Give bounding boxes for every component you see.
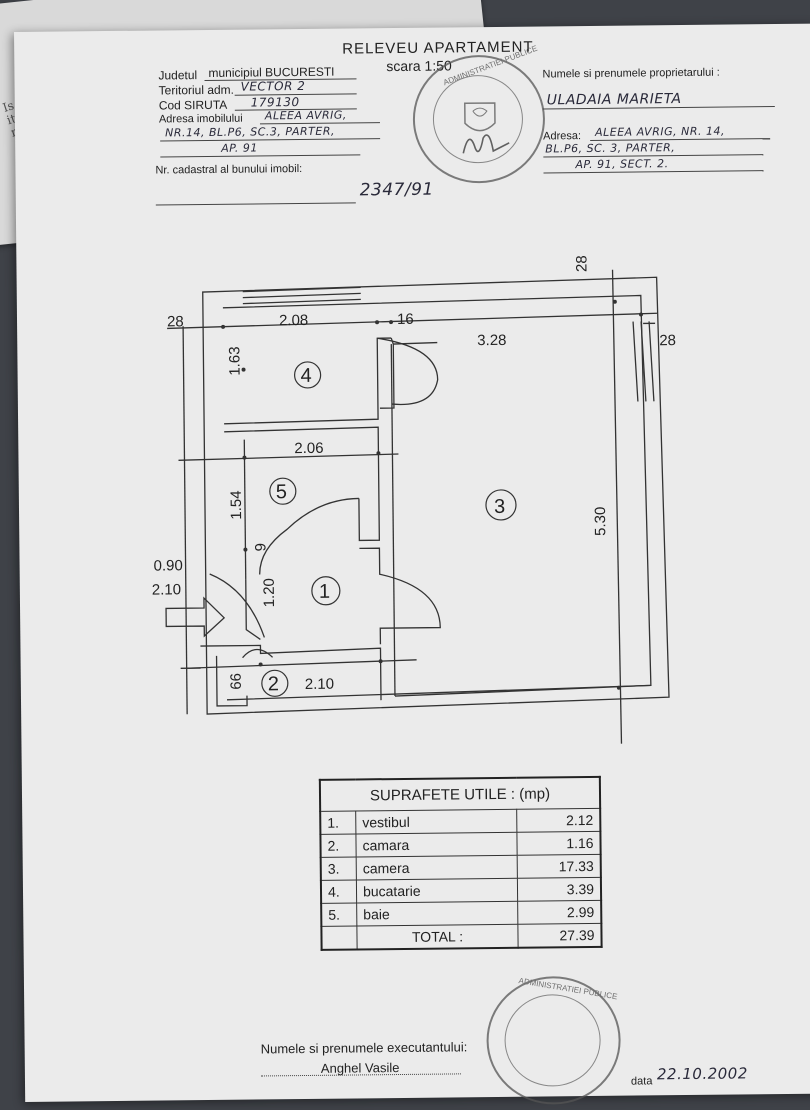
table-row: 3. camera 17.33 <box>320 854 601 881</box>
row-number: 1. <box>320 810 356 835</box>
dim-room-4-height: 1.63 <box>226 346 243 375</box>
dim-door-width: 0.90 <box>154 557 183 574</box>
dim-gap: 16 <box>397 311 414 328</box>
room-2-walls <box>200 644 382 701</box>
dim-right-wall: 28 <box>659 332 676 349</box>
signature-icon <box>462 134 510 154</box>
executant-underline <box>260 1073 461 1077</box>
room-area: 3.39 <box>517 877 602 902</box>
table-row: 5. baie 2.99 <box>321 900 602 927</box>
dim-line-top <box>167 312 658 330</box>
total-label: TOTAL : <box>356 924 519 950</box>
dim-top-left: 28 <box>167 313 184 330</box>
room-name: camera <box>356 855 518 880</box>
table-total-row: TOTAL : 27.39 <box>321 923 602 950</box>
dim-line-r2 <box>186 659 417 669</box>
table-row: 1. vestibul 2.12 <box>320 808 601 835</box>
coat-of-arms-icon <box>464 102 496 132</box>
official-stamp-top: ADMINISTRATIEI PUBLICE <box>412 44 546 184</box>
official-stamp-bottom: ADMINISTRATIEI PUBLICE <box>485 975 622 1106</box>
svg-text:4: 4 <box>301 365 312 387</box>
dim-room-5-height: 1.54 <box>228 490 245 519</box>
room-name: baie <box>356 901 518 926</box>
row-number: 4. <box>320 879 357 904</box>
row-number: 3. <box>320 856 357 881</box>
dim-door-height: 2.10 <box>152 581 181 598</box>
svg-text:1: 1 <box>319 581 330 603</box>
room-label-2: 2 <box>261 669 289 697</box>
right-window <box>632 321 655 402</box>
usable-areas-table: SUPRAFETE UTILE : (mp) 1. vestibul 2.12 … <box>318 775 603 951</box>
dim-room-3-height: 5.30 <box>592 507 609 536</box>
survey-document: RELEVEU APARTAMENT scara 1:50 Judetul mu… <box>14 23 810 1106</box>
room-name: camara <box>355 832 518 857</box>
dim-room-4-width: 2.08 <box>279 312 308 329</box>
svg-text:5: 5 <box>276 481 287 503</box>
dim-line-r5 <box>178 453 399 461</box>
door-arc-room-2 <box>242 648 274 659</box>
svg-text:2: 2 <box>268 673 279 695</box>
room-label-5: 5 <box>269 477 297 505</box>
door-arc-room-1 <box>359 547 441 645</box>
entry-door-arc <box>209 573 265 638</box>
room-label-1: 1 <box>311 576 341 606</box>
room-area: 1.16 <box>516 831 601 856</box>
room-name: bucatarie <box>356 878 518 903</box>
room-area: 2.99 <box>517 900 602 925</box>
dim-top-right: 28 <box>573 255 590 272</box>
inner-wall-line <box>222 294 652 701</box>
room-5-walls <box>224 426 380 542</box>
table-row: 4. bucatarie 3.39 <box>320 877 602 904</box>
floor-plan: 28 28 28 2.08 16 3.28 1.63 2.06 1.54 5.3… <box>152 255 676 744</box>
total-value: 27.39 <box>517 923 602 948</box>
top-window <box>242 286 361 305</box>
door-arc-room-4 <box>377 337 439 406</box>
row-number: 5. <box>321 902 357 927</box>
entrance-arrow-icon <box>165 596 226 638</box>
room-label-3: 3 <box>485 489 517 521</box>
room-4-walls <box>224 337 392 425</box>
dim-room-5-width: 2.06 <box>294 440 323 457</box>
dim-line-right <box>611 269 623 744</box>
dim-room-3-width: 3.28 <box>477 332 506 349</box>
executant-label: Numele si prenumele executantului: <box>260 1039 468 1057</box>
room-area: 17.33 <box>517 854 601 879</box>
table-title: SUPRAFETE UTILE : (mp) <box>319 776 601 812</box>
room-area: 2.12 <box>516 808 601 833</box>
room-3-left-wall <box>390 344 396 697</box>
svg-text:3: 3 <box>494 496 505 518</box>
table-row: 2. camara 1.16 <box>320 831 601 858</box>
dim-room-2-height: 66 <box>228 673 245 690</box>
dim-room-2-width: 2.10 <box>305 676 334 693</box>
date-label: data <box>630 1075 653 1088</box>
dim-room-1-gap: 9 <box>252 543 269 552</box>
door-arc-room-5 <box>259 497 359 575</box>
row-number: 2. <box>320 833 357 858</box>
date-value: 22.10.2002 <box>656 1064 748 1084</box>
dim-room-1-height: 1.20 <box>261 578 278 607</box>
outer-wall <box>202 276 670 715</box>
room-label-4: 4 <box>294 361 322 389</box>
room-name: vestibul <box>355 809 517 834</box>
